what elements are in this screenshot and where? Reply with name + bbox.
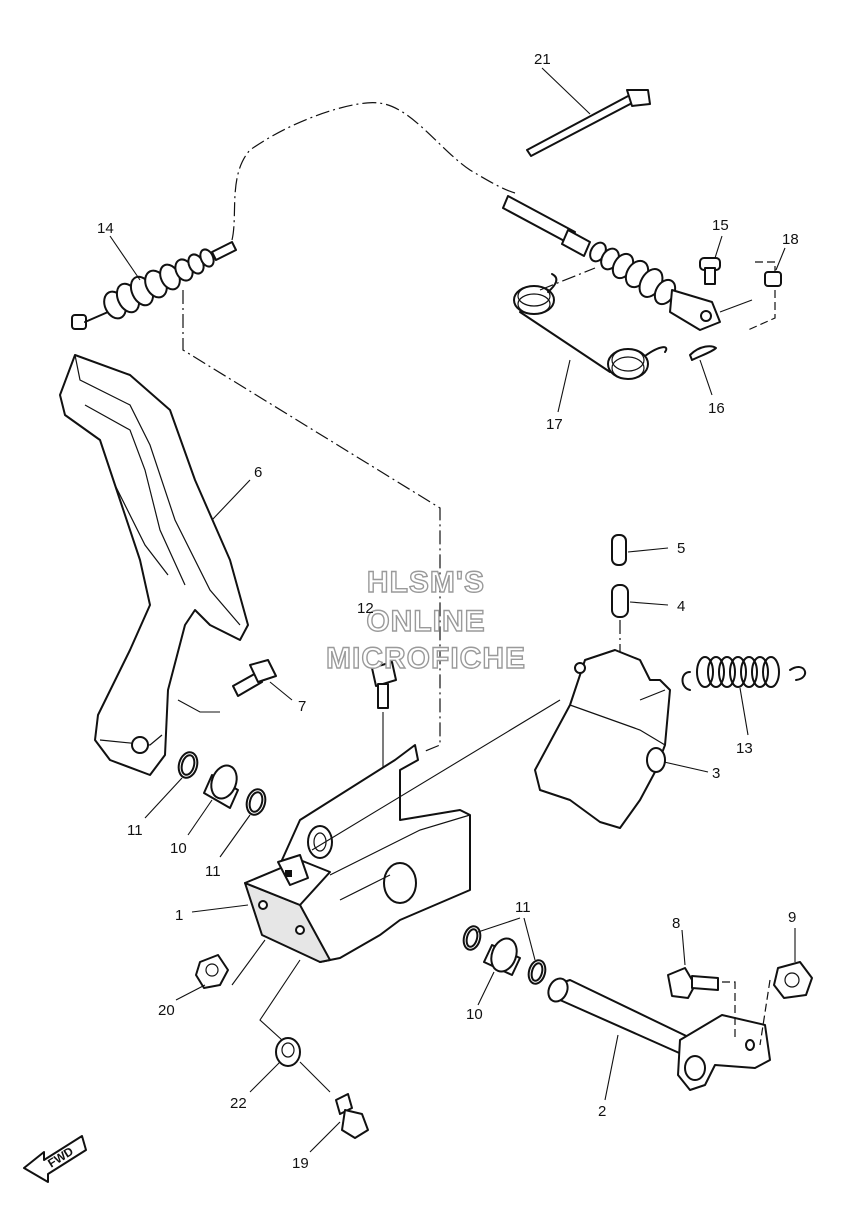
tension-spring-13: [681, 656, 807, 691]
callout-8: 8: [672, 915, 680, 932]
watermark-line3: MICROFICHE: [326, 642, 526, 675]
callout-15: 15: [712, 217, 729, 234]
nut-18: [719, 261, 782, 331]
callout-11-left-a: 11: [127, 822, 143, 839]
callout-7: 7: [298, 698, 306, 715]
cable-tie-21: [526, 89, 651, 157]
watermark-line1: HLSM'S: [367, 566, 485, 599]
callout-1: 1: [175, 907, 183, 924]
bracket-1: [244, 699, 561, 963]
callout-4: 4: [677, 598, 685, 615]
cable-end-14: [71, 241, 237, 330]
callout-20: 20: [158, 1002, 175, 1019]
nut-9: [773, 961, 813, 999]
callout-21: 21: [534, 51, 551, 68]
callout-leaders: [109, 67, 796, 1153]
bolt-19: [335, 1093, 369, 1139]
callout-22: 22: [230, 1095, 247, 1112]
callout-9: 9: [788, 909, 796, 926]
callout-11-left-b: 11: [205, 863, 221, 880]
callout-2: 2: [598, 1103, 606, 1120]
callout-10-left: 10: [170, 840, 187, 857]
lever-3: [534, 649, 671, 829]
cable-route-line: [231, 102, 516, 241]
cable-end-upper: [502, 195, 721, 331]
callout-19: 19: [292, 1155, 309, 1172]
forward-arrow-icon: FWD: [23, 1135, 87, 1183]
cotter-pin-16: [689, 345, 717, 361]
callout-18: 18: [782, 231, 799, 248]
nut-20: [195, 939, 266, 989]
watermark-line2: ONLINE: [366, 605, 485, 638]
callout-13: 13: [736, 740, 753, 757]
bolt-8: [667, 967, 719, 999]
shaft-2: [547, 977, 771, 1091]
bushing-set-right: [462, 925, 547, 985]
callout-17: 17: [546, 416, 563, 433]
callout-10-right: 10: [466, 1006, 483, 1023]
callout-12: 12: [357, 600, 374, 617]
callout-11-right: 11: [515, 899, 531, 916]
callout-6: 6: [254, 464, 262, 481]
bolt-7: [177, 659, 277, 713]
assembly-line-14-1: [182, 290, 441, 753]
bushing-set-left: [177, 751, 267, 816]
collar-22: [259, 959, 331, 1093]
callout-5: 5: [677, 540, 685, 557]
callout-3: 3: [712, 765, 720, 782]
pin-5: [611, 534, 627, 566]
pedal-arm-6: [59, 354, 249, 776]
callout-14: 14: [97, 220, 114, 237]
return-spring-17: [513, 267, 668, 380]
pin-15: [699, 257, 721, 285]
callout-16: 16: [708, 400, 725, 417]
